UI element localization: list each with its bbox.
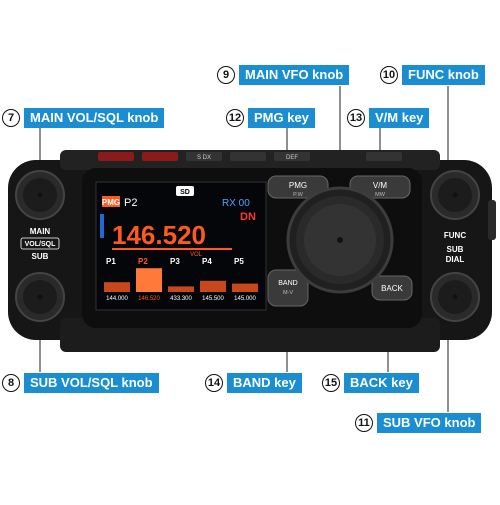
preset-bar-4 <box>200 280 226 292</box>
pmg-badge <box>102 196 120 207</box>
top-button-4[interactable] <box>230 152 266 161</box>
pmg-key-sub-label: P.W <box>293 192 303 198</box>
top-button-def-label: DEF <box>286 155 298 161</box>
preset-bar-freq-3: 433.300 <box>170 296 192 302</box>
callout-sub-vfo-knob: 11 SUB VFO knob <box>355 412 482 434</box>
preset-bar-freq-5: 145.000 <box>234 296 256 302</box>
sd-badge <box>176 186 194 196</box>
side-connector <box>488 200 496 240</box>
callout-label: SUB VOL/SQL knob <box>24 373 159 393</box>
top-button-sdx-label: S DX <box>197 155 211 161</box>
vm-key[interactable] <box>349 175 411 199</box>
preset-bar-label-5: P5 <box>234 257 244 266</box>
callout-vm-key: 13 V/M key <box>347 107 430 129</box>
preset-bar-freq-1: 144.000 <box>106 296 128 302</box>
preset-bar-freq-2: 146.520 <box>138 296 160 302</box>
sd-badge-label: SD <box>180 189 190 196</box>
callout-number: 14 <box>205 374 223 392</box>
back-key-label: BACK <box>381 284 403 293</box>
pmg-key[interactable] <box>267 175 329 199</box>
band-key-sub-label: M-V <box>283 290 293 296</box>
preset-bar-5 <box>232 283 258 292</box>
panel-sub-label: SUB <box>32 252 49 261</box>
preset-bar-label-4: P4 <box>202 257 212 266</box>
panel-dial-label: DIAL <box>446 255 465 264</box>
sub-vfo-knob-dot <box>452 294 458 300</box>
sub-vol-knob-dot <box>37 294 43 300</box>
callout-number: 15 <box>322 374 340 392</box>
main-vol-knob-dot <box>37 192 43 198</box>
callout-number: 9 <box>217 66 235 84</box>
top-button-red-2[interactable] <box>142 152 178 161</box>
callout-label: BACK key <box>344 373 419 393</box>
main-vfo-knob-center <box>337 237 343 243</box>
callout-label: MAIN VOL/SQL knob <box>24 108 165 128</box>
callout-sub-vol-sql-knob: 8 SUB VOL/SQL knob <box>2 372 159 394</box>
preset-bar-3 <box>168 286 194 292</box>
preset-label: P2 <box>124 197 137 209</box>
callout-label: FUNC knob <box>402 65 485 85</box>
vm-key-label: V/M <box>373 181 388 190</box>
callout-number: 7 <box>2 109 20 127</box>
back-key[interactable] <box>371 275 413 301</box>
callout-band-key: 14 BAND key <box>205 372 302 394</box>
vol-bar <box>112 248 232 250</box>
signal-bar-left <box>100 214 104 238</box>
callout-number: 10 <box>380 66 398 84</box>
callout-label: SUB VFO knob <box>377 413 482 433</box>
top-button-def[interactable] <box>274 152 310 161</box>
panel-sub-label-right: SUB <box>447 245 464 254</box>
pmg-badge-label: PMG <box>102 198 120 207</box>
callout-label: PMG key <box>248 108 315 128</box>
callout-number: 13 <box>347 109 365 127</box>
panel-vol-sql-label: VOL/SQL <box>25 241 56 248</box>
preset-bar-label-1: P1 <box>106 257 116 266</box>
panel-main-label: MAIN <box>30 227 51 236</box>
callout-number: 12 <box>226 109 244 127</box>
func-knob-dot <box>452 192 458 198</box>
callout-number: 11 <box>355 414 373 432</box>
preset-bar-label-2: P2 <box>138 257 148 266</box>
callout-pmg-key: 12 PMG key <box>226 107 315 129</box>
callout-main-vfo-knob: 9 MAIN VFO knob <box>217 64 350 86</box>
callout-back-key: 15 BACK key <box>322 372 419 394</box>
band-key[interactable] <box>267 269 309 307</box>
preset-bar-freq-4: 145.500 <box>202 296 224 302</box>
panel-vol-sql-box <box>20 237 60 250</box>
callout-func-knob: 10 FUNC knob <box>380 64 485 86</box>
preset-bar-2 <box>136 268 162 292</box>
dn-label: DN <box>240 211 256 223</box>
rx-label: RX 00 <box>222 198 250 209</box>
top-button-sdx[interactable] <box>186 152 222 161</box>
callout-label: V/M key <box>369 108 430 128</box>
preset-bar-1 <box>104 282 130 292</box>
vol-label: VOL <box>190 252 203 258</box>
panel-func-label: FUNC <box>444 231 466 240</box>
pmg-key-label: PMG <box>289 181 307 190</box>
preset-bar-label-3: P3 <box>170 257 180 266</box>
callout-main-vol-sql-knob: 7 MAIN VOL/SQL knob <box>2 107 165 129</box>
top-button-red-1[interactable] <box>98 152 134 161</box>
callout-number: 8 <box>2 374 20 392</box>
callout-label: BAND key <box>227 373 302 393</box>
vm-key-sub-label: MW <box>375 192 386 198</box>
power-button[interactable] <box>366 152 402 161</box>
band-key-label: BAND <box>278 280 297 287</box>
callout-label: MAIN VFO knob <box>239 65 350 85</box>
frequency-display: 146.520 <box>112 220 206 250</box>
preset-bars: P1 144.000 P2 146.520 P3 433.300 P4 145.500 P5 14… <box>104 257 258 302</box>
